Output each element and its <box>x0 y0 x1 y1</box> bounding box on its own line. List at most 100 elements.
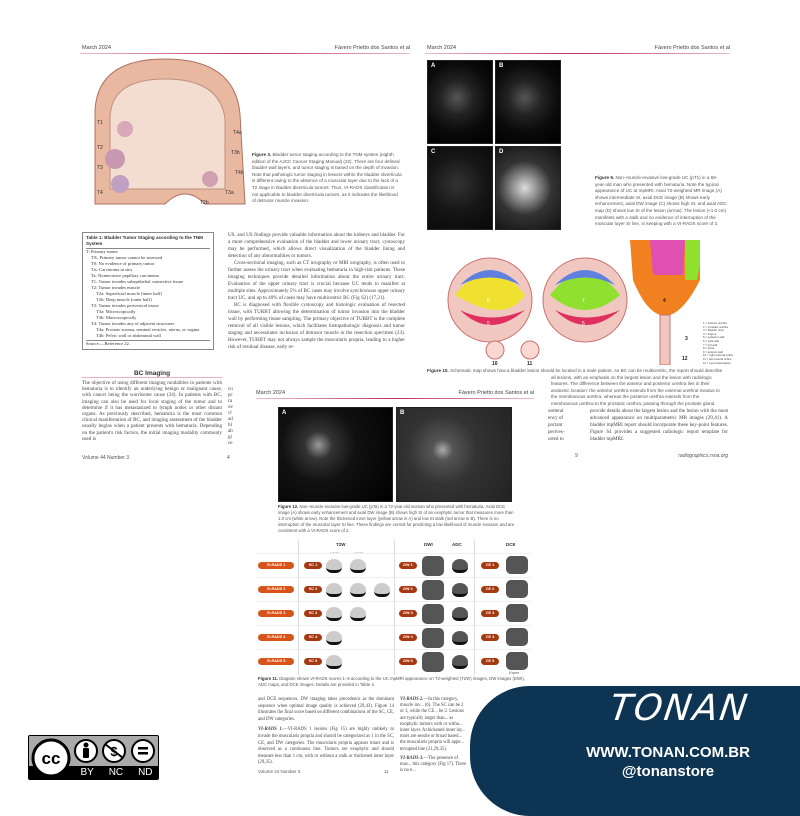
header-author: Fávero Prietto dos Santos et al <box>458 390 534 396</box>
text-fragment: 3 = bladder neck <box>703 328 724 333</box>
table-row: T3: Tumor invades perivesical tissue <box>91 303 159 308</box>
dwi-schematic <box>422 652 444 672</box>
text-fragment: ad <box>228 416 233 422</box>
brand-url[interactable]: WWW.TONAN.COM.BR <box>586 744 750 761</box>
svg-text:5: 5 <box>487 321 490 327</box>
stage-label: T3a <box>225 190 234 196</box>
expert-logo: Expert <box>509 671 520 675</box>
text-fragment: 4 = trigone <box>703 331 717 336</box>
footer-site: radiographics.rsna.org <box>678 453 728 459</box>
stage-label: T4b <box>235 170 244 176</box>
text-fragment: ce <box>228 440 233 446</box>
mri-panel-c: C <box>427 146 493 230</box>
text-fragment: portant <box>548 422 563 428</box>
license-nd: ND <box>138 767 153 778</box>
header-rule <box>256 398 534 399</box>
t2w-schematic <box>326 631 342 645</box>
section-text: The objective of using different imaging… <box>82 380 222 442</box>
body-column-right: US, and US findings provide valuable inf… <box>228 232 405 350</box>
dwi-schematic <box>422 556 444 576</box>
table-row: T4: Tumor invades any of adjacent struct… <box>91 321 175 326</box>
dw-pill: DW 3 <box>399 610 417 617</box>
figure3-caption: Figure 3. Bladder tumor staging accordin… <box>252 152 402 204</box>
dw-pill: DW 2 <box>399 586 417 593</box>
mri-panel-b: B <box>396 407 512 502</box>
table-title: Table 1: Bladder Tumor Staging according… <box>86 235 210 249</box>
header-rule <box>425 53 730 54</box>
map-number: 3 <box>685 336 688 342</box>
vi-rads-row: VI-RADS 2 SC 2 DW 2 CE 2 <box>256 577 531 604</box>
table-row: TX: Primary tumor cannot be assessed <box>91 255 163 260</box>
bladder-staging-illustration: T1 T2 T3 T4 T2b T3a T4b T3b T4a <box>94 58 246 206</box>
ce-pill: CE 3 <box>481 610 499 617</box>
figure12-caption: Figure 12. Non–muscle-invasive low-grade… <box>278 504 515 533</box>
table-row: T1: Tumor invades subepithelial connecti… <box>91 279 184 284</box>
text-fragment: 8 = dome <box>703 346 715 351</box>
svg-text:7: 7 <box>582 298 585 304</box>
brand-handle[interactable]: @tonanstore <box>621 763 715 780</box>
table-row: T0: No evidence of primary tumor <box>91 261 155 266</box>
t2w-schematic <box>350 559 366 573</box>
map-number: 11 <box>527 361 533 365</box>
mri-panel-a: A <box>278 407 393 502</box>
t2w-schematic <box>326 655 342 669</box>
dwi-schematic <box>422 580 444 600</box>
adc-schematic <box>452 607 468 621</box>
text-fragment: 12 = neurovasculature <box>703 360 731 365</box>
text-fragment: ency of <box>548 415 564 421</box>
text-fragment: pc <box>228 392 233 398</box>
cc-license-badge: cc $ BY NC ND <box>28 735 159 780</box>
vi-rads-row: VI-RADS 1 SC 1 DW 1 CE 1 <box>256 553 531 580</box>
text-fragment: ra <box>228 398 232 404</box>
adc-schematic <box>452 655 468 669</box>
table-row: T4a: Prostate stroma, seminal vesicles, … <box>96 327 200 332</box>
text-fragment: ureteral <box>548 408 564 414</box>
dce-schematic <box>506 628 528 646</box>
text-fragment: 6 = right wall <box>703 338 719 343</box>
stage-label: T2 <box>97 145 103 151</box>
vi-rads-pill: VI-RADS 2 <box>258 586 294 593</box>
stage-label: T4a <box>233 130 242 136</box>
text-fragment: ab <box>228 428 233 434</box>
dw-pill: DW 4 <box>399 634 417 641</box>
mri-panel-d: D <box>495 146 561 230</box>
by-person-icon <box>74 739 98 763</box>
ce-pill: CE 1 <box>481 562 499 569</box>
table-row: Ta: Noninvasive papillary carcinoma <box>91 273 159 278</box>
table-row: T2: Tumor invades muscle <box>91 285 141 290</box>
sc-pill: SC 4 <box>304 634 322 641</box>
dce-schematic <box>506 652 528 670</box>
table-source: Source.—Reference 22. <box>86 340 210 347</box>
text-fragment: 5 = posterior wall <box>703 335 725 340</box>
adc-schematic <box>452 583 468 597</box>
dce-schematic <box>506 604 528 622</box>
header-author: Fávero Prietto dos Santos et al <box>334 45 410 51</box>
table-row: T: Primary tumor <box>86 249 118 254</box>
text-fragment: 2 = prostatic urethra <box>703 324 728 329</box>
map-number: 4 <box>663 298 666 304</box>
header-date: March 2024 <box>427 45 457 51</box>
vi-rads-row: VI-RADS 5 SC 5 DW 5 CE 5 <box>256 649 531 676</box>
nc-dollar-icon: $ <box>102 739 126 763</box>
section-heading: BC Imaging <box>82 370 222 378</box>
table-row: T4b: Pelvic wall or abdominal wall <box>96 333 161 338</box>
sc-pill: SC 3 <box>304 610 322 617</box>
footer-page: 11 <box>384 769 389 774</box>
text-fragment: bl <box>228 422 232 428</box>
figure11-caption: Figure 11. Diagram shows VI-RADS scores … <box>258 676 525 687</box>
table-row: T2b: Deep muscle (outer half) <box>96 297 152 302</box>
tonan-logo: TONAN <box>607 688 752 729</box>
vi-rads-pill: VI-RADS 5 <box>258 658 294 665</box>
vi-rads-diagram: T2W DWI ADC DCE ≤ 1 cm > 1 cm VI-RADS 1 … <box>256 540 531 675</box>
nd-equals-icon <box>131 739 155 763</box>
adc-schematic <box>452 631 468 645</box>
header-adc: ADC <box>452 542 462 547</box>
text-fragment: perives- <box>548 429 565 435</box>
mri-panel-b: B <box>495 60 561 144</box>
table-row: Tis: Carcinoma in situ <box>91 267 132 272</box>
ce-pill: CE 5 <box>481 658 499 665</box>
footer-page: 4 <box>227 455 230 461</box>
text-fragment: cu <box>228 386 233 392</box>
dw-pill: DW 1 <box>399 562 417 569</box>
